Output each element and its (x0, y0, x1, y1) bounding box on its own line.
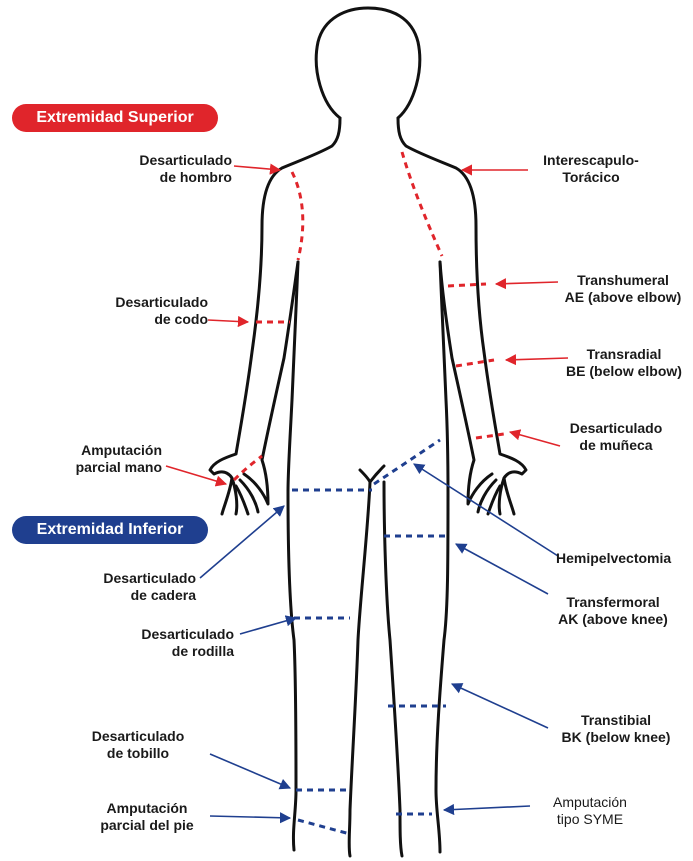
cut-wrist (476, 434, 504, 438)
label-desarticulado-muneca: Desarticulado de muñeca (556, 420, 676, 454)
label-interescapulo: Interescapulo- Torácico (532, 152, 650, 186)
arrow-transfemoral (456, 544, 548, 594)
label-syme: Amputación tipo SYME (530, 794, 650, 828)
label-desarticulado-tobillo: Desarticulado de tobillo (72, 728, 204, 762)
label-transtibial: Transtibial BK (below knee) (544, 712, 688, 746)
arrow-elbow (208, 320, 248, 322)
arrow-wrist (510, 432, 560, 446)
label-desarticulado-cadera: Desarticulado de cadera (72, 570, 196, 604)
lower-arrows (200, 464, 558, 818)
arrow-syme (444, 806, 530, 810)
arrow-knee (240, 618, 296, 634)
inner-right-leg (384, 482, 402, 856)
upper-arrows (166, 166, 568, 484)
label-transfemoral: Transfermoral AK (above knee) (540, 594, 686, 628)
cut-interscapular (402, 152, 442, 256)
cut-transhumeral (448, 284, 486, 286)
section-lower-badge: Extremidad Inferior (12, 516, 208, 544)
label-transradial: Transradial BE (below elbow) (556, 346, 692, 380)
upper-cut-lines (234, 152, 504, 480)
cut-transradial (456, 360, 494, 366)
arrow-ankle (210, 754, 290, 788)
label-amputacion-mano: Amputación parcial mano (34, 442, 162, 476)
arrow-foot (210, 816, 290, 818)
label-amputacion-pie: Amputación parcial del pie (84, 800, 210, 834)
head-outline (316, 8, 420, 118)
cut-shoulder (292, 172, 303, 260)
label-transhumeral: Transhumeral AE (above elbow) (556, 272, 690, 306)
cut-foot (298, 820, 350, 834)
arrow-transtibial (452, 684, 548, 728)
section-upper-badge: Extremidad Superior (12, 104, 218, 132)
label-desarticulado-codo: Desarticulado de codo (60, 294, 208, 328)
label-desarticulado-rodilla: Desarticulado de rodilla (104, 626, 234, 660)
right-side-outline (398, 118, 526, 514)
inner-left-leg (349, 482, 370, 856)
arrow-hand (166, 466, 226, 484)
arrow-shoulder (234, 166, 280, 170)
arrow-transhumeral (496, 282, 558, 284)
body-outline (210, 8, 526, 856)
crotch (360, 466, 384, 482)
left-leg-outline (288, 492, 296, 850)
label-hemipelvectomia: Hemipelvectomia (556, 550, 686, 567)
label-desarticulado-hombro: Desarticulado de hombro (102, 152, 232, 186)
arrow-hip (200, 506, 284, 578)
right-leg-outline (436, 492, 448, 852)
cut-hemipelvic (374, 440, 440, 484)
